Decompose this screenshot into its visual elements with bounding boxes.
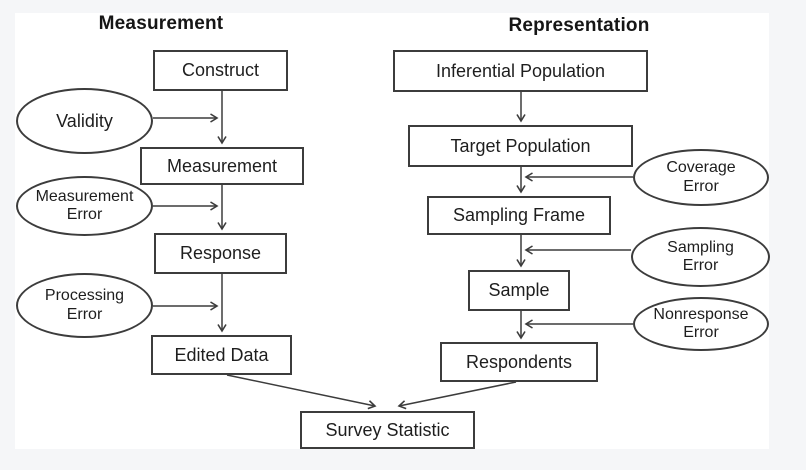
node-construct: Construct bbox=[153, 50, 288, 91]
ellipse-validity: Validity bbox=[16, 88, 153, 154]
ellipse-label-line: Sampling bbox=[667, 238, 734, 256]
node-sampling-frame: Sampling Frame bbox=[427, 196, 611, 235]
column-header-representation: Representation bbox=[508, 15, 650, 36]
node-label: Sample bbox=[488, 280, 550, 300]
ellipse-label-line: Validity bbox=[56, 110, 113, 131]
ellipse-label-line: Error bbox=[683, 177, 719, 195]
ellipse-label-line: Error bbox=[66, 305, 103, 323]
ellipse-label-line: Measurement bbox=[35, 187, 134, 205]
node-label: Sampling Frame bbox=[452, 205, 586, 225]
node-label: Edited Data bbox=[174, 344, 269, 365]
node-label: Measurement bbox=[166, 155, 278, 176]
column-header-measurement: Measurement bbox=[98, 13, 224, 34]
ellipse-label-line: Coverage bbox=[666, 159, 736, 177]
node-label: Target Population bbox=[450, 135, 591, 156]
ellipse-label-line: Error bbox=[66, 206, 103, 223]
ellipse-nonresponse-error: Nonresponse Error bbox=[633, 297, 769, 351]
node-response: Response bbox=[154, 233, 287, 274]
node-sample: Sample bbox=[468, 270, 570, 311]
ellipse-coverage-error: Coverage Error bbox=[633, 149, 769, 206]
node-measurement: Measurement bbox=[140, 147, 304, 185]
node-label: Response bbox=[179, 243, 262, 263]
ellipse-label-line: Error bbox=[683, 324, 719, 341]
node-inferential-population: Inferential Population bbox=[393, 50, 648, 92]
node-survey-statistic: Survey Statistic bbox=[300, 411, 475, 449]
ellipse-measurement-error: Measurement Error bbox=[16, 176, 153, 236]
ellipse-sampling-error: Sampling Error bbox=[631, 227, 770, 287]
node-label: Survey Statistic bbox=[325, 419, 450, 440]
diagram-canvas bbox=[15, 13, 769, 449]
ellipse-label-line: Processing bbox=[44, 287, 125, 305]
node-respondents: Respondents bbox=[440, 342, 598, 382]
ellipse-label-line: Nonresponse bbox=[653, 305, 749, 323]
node-label: Inferential Population bbox=[435, 60, 606, 81]
node-label: Construct bbox=[181, 60, 260, 80]
node-target-population: Target Population bbox=[408, 125, 633, 167]
ellipse-label-line: Error bbox=[682, 257, 719, 274]
node-label: Respondents bbox=[465, 351, 573, 372]
ellipse-processing-error: Processing Error bbox=[16, 273, 153, 338]
node-edited-data: Edited Data bbox=[151, 335, 292, 375]
